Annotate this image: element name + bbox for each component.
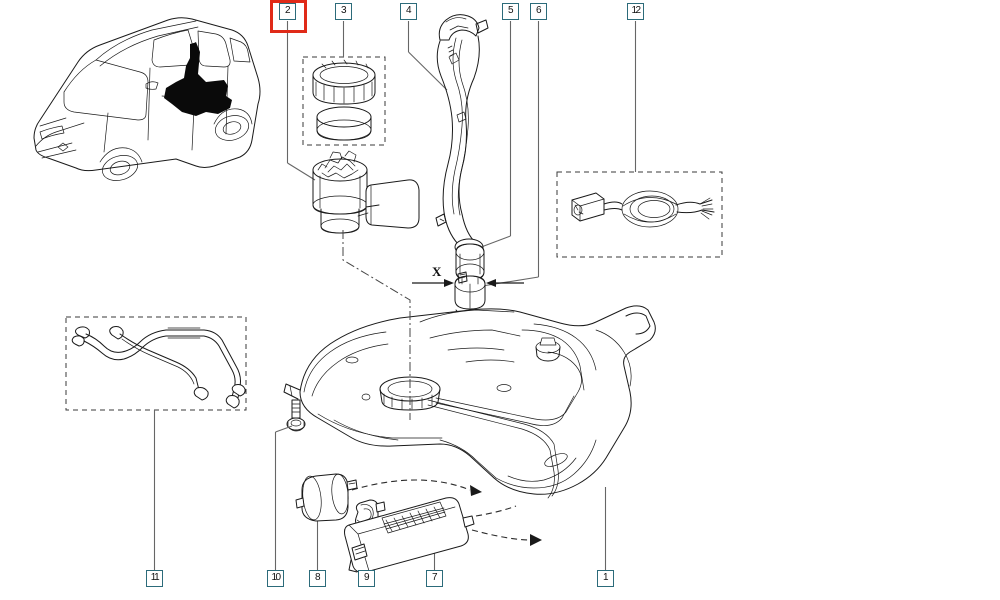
- callout-2[interactable]: 2: [279, 3, 296, 20]
- carbon-canister-part: [344, 497, 475, 573]
- callout-9[interactable]: 9: [358, 570, 375, 587]
- assembly-flow-arrows: [351, 479, 542, 546]
- callout-3[interactable]: 3: [335, 3, 352, 20]
- fuel-line-assembly-part: [71, 326, 246, 409]
- callout-12[interactable]: 12: [627, 3, 644, 20]
- fuel-pump-module-part: [312, 150, 420, 234]
- vehicle-illustration: [33, 17, 261, 181]
- fuel-tank-part: [283, 230, 656, 499]
- callout-1[interactable]: 1: [597, 570, 614, 587]
- wiring-harness-box: [556, 171, 723, 258]
- callout-11[interactable]: 11: [146, 570, 163, 587]
- hose-clamp-part: [454, 271, 488, 319]
- fuel-line-box: [65, 316, 247, 411]
- callout-6[interactable]: 6: [530, 3, 547, 20]
- callout-8[interactable]: 8: [309, 570, 326, 587]
- wiring-harness-part: [571, 190, 715, 228]
- dimension-label-x: X: [432, 264, 442, 279]
- callout-7[interactable]: 7: [426, 570, 443, 587]
- lock-ring-and-seal-part: [312, 59, 376, 141]
- dimension-marker-x: [412, 279, 524, 287]
- fuel-filter-part: [295, 473, 358, 522]
- callout-4[interactable]: 4: [400, 3, 417, 20]
- fuel-filler-neck-part: [435, 14, 489, 256]
- callout-10[interactable]: 10: [267, 570, 284, 587]
- filler-hose-part: [455, 243, 485, 281]
- callout-5[interactable]: 5: [502, 3, 519, 20]
- tank-mounting-bolt-part: [275, 399, 306, 433]
